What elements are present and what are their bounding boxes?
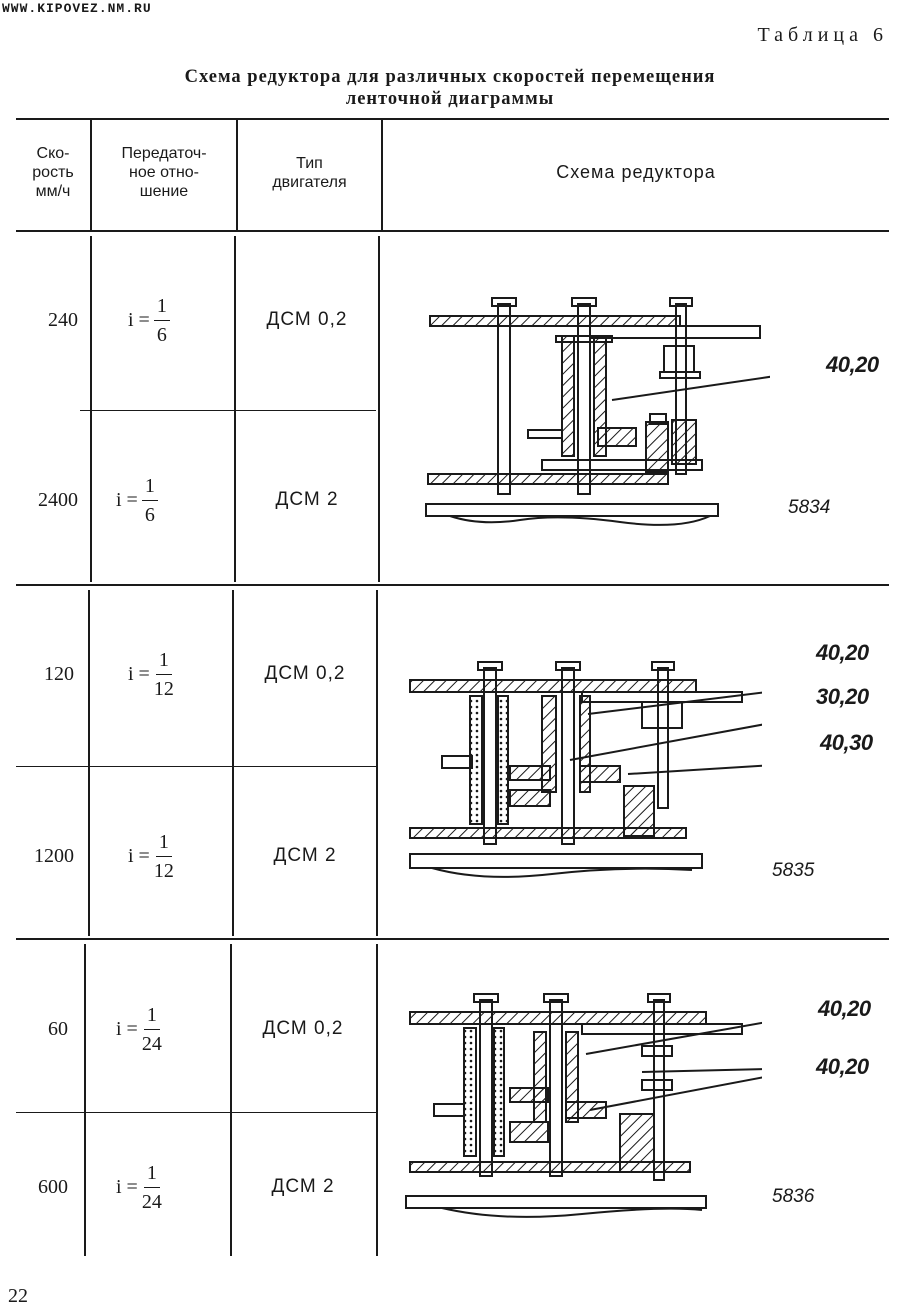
diagram-1-label-1: 40,20 [826,352,879,377]
col-line-3-g2 [376,590,378,936]
col-line-1-g2 [88,590,90,936]
col-line-2-hdr [236,118,238,230]
row-divider-1 [80,410,376,411]
gearbox-diagram-1 [425,297,770,526]
row-divider-2 [16,766,376,767]
table-top-rule [16,118,889,120]
row-1-motor: ДСМ 0,2 [266,309,348,330]
col-line-1-g3 [84,944,86,1256]
col-line-2-g2 [232,590,234,936]
site-url: WWW.KIPOVEZ.NM.RU [2,1,152,16]
row-2-motor: ДСМ 2 [275,489,339,510]
col-line-1-g1 [90,236,92,582]
row-divider-3 [16,1112,376,1113]
col-line-3-g1 [378,236,380,582]
page-number: 22 [8,1285,28,1307]
header-scheme: Схема редуктора [556,162,716,182]
gearbox-diagram-3 [405,993,762,1218]
col-line-3-hdr [381,118,383,230]
diagram-1-figure-number: 5834 [788,497,831,518]
gearbox-diagram-2 [409,661,762,878]
diagram-2-label-2: 30,20 [816,684,869,709]
col-line-3-g3 [376,944,378,1256]
table-title-line-2: ленточной диаграммы [345,89,555,109]
group-rule-2 [16,938,889,940]
diagram-2-figure-number: 5835 [772,860,815,881]
row-3-motor: ДСМ 0,2 [264,663,346,684]
row-4-speed: 1200 [34,845,74,867]
row-5-speed: 60 [48,1018,68,1040]
diagram-2-label-3: 40,30 [820,730,873,755]
col-line-1-hdr [90,118,92,230]
diagram-3-label-2: 40,20 [816,1054,869,1079]
row-3-speed: 120 [44,663,74,685]
table-number: Таблица 6 [757,24,888,46]
header-ratio: Передаточ-ное отно-шение [121,145,207,200]
col-line-2-g3 [230,944,232,1256]
row-6-motor: ДСМ 2 [271,1176,335,1197]
diagram-3-label-1: 40,20 [818,996,871,1021]
row-5-motor: ДСМ 0,2 [262,1018,344,1039]
row-6-speed: 600 [38,1176,68,1198]
group-rule-1 [16,584,889,586]
col-line-2-g1 [234,236,236,582]
table-title-line-1: Схема редуктора для различных скоростей … [184,67,716,87]
diagram-3-figure-number: 5836 [772,1186,815,1207]
row-1-speed: 240 [48,309,78,331]
header-bottom-rule [16,230,889,232]
row-2-speed: 2400 [38,489,78,511]
row-4-motor: ДСМ 2 [273,845,337,866]
diagram-2-label-1: 40,20 [816,640,869,665]
